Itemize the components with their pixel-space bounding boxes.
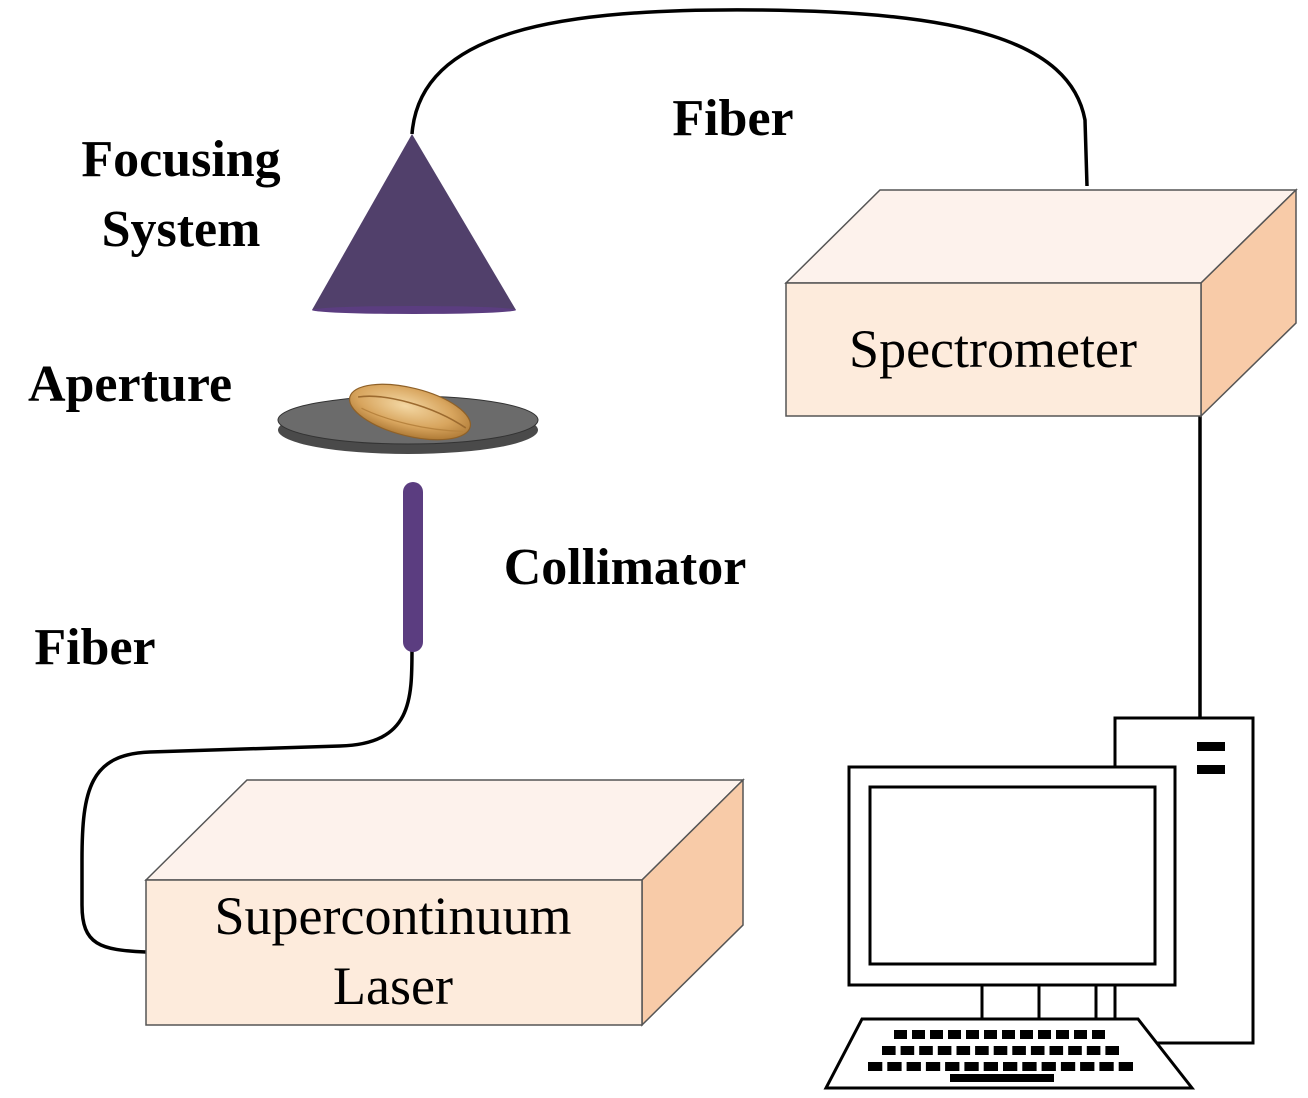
- keyboard-key: [1030, 1046, 1045, 1055]
- monitor-stand-right: [1037, 983, 1098, 1021]
- keyboard-key: [1041, 1062, 1056, 1071]
- keyboard-key: [983, 1062, 998, 1071]
- laser-front: [145, 879, 643, 1026]
- keyboard-key: [964, 1062, 979, 1071]
- spectrometer-front: [785, 282, 1202, 417]
- tower-drive-slot-1: [1197, 742, 1225, 751]
- label-aperture: Aperture: [28, 356, 232, 413]
- collimator-tube: [403, 482, 423, 652]
- keyboard-key: [993, 1046, 1008, 1055]
- cone-base: [312, 306, 516, 314]
- keyboard-key: [937, 1046, 952, 1055]
- spectrometer-box: [784, 188, 1298, 418]
- label-collimator: Collimator: [504, 539, 747, 596]
- keyboard-key: [919, 1046, 933, 1055]
- keyboard-key: [1099, 1062, 1114, 1071]
- keyboard-keys: [868, 1030, 1133, 1082]
- keyboard-key: [930, 1030, 943, 1039]
- keyboard-key: [1003, 1062, 1018, 1071]
- computer: [823, 716, 1255, 1090]
- label-fiber-top: Fiber: [672, 90, 793, 147]
- cone-body: [312, 134, 516, 310]
- fiber-cable-left: [80, 647, 414, 954]
- label-laser-line1: Supercontinuum: [215, 886, 572, 946]
- keyboard-key: [1020, 1030, 1033, 1039]
- label-spectrometer: Spectrometer: [849, 319, 1137, 379]
- keyboard-key: [948, 1030, 961, 1039]
- keyboard-key: [945, 1062, 960, 1071]
- keyboard-key: [1022, 1062, 1037, 1071]
- keyboard-key: [1056, 1030, 1069, 1039]
- keyboard-key: [868, 1062, 883, 1071]
- keyboard-key: [1092, 1030, 1105, 1039]
- monitor-screen: [868, 785, 1157, 966]
- keyboard-key: [925, 1062, 941, 1071]
- laser-top: [144, 779, 745, 881]
- focusing-system-cone: [312, 134, 516, 314]
- keyboard-key: [1118, 1062, 1133, 1071]
- tower-drive-slot-2: [1197, 765, 1225, 774]
- keyboard-key: [1002, 1030, 1015, 1039]
- keyboard-key: [1060, 1062, 1076, 1071]
- keyboard-key: [906, 1062, 921, 1071]
- keyboard-key: [1012, 1046, 1026, 1055]
- label-focusing-line2: System: [102, 201, 261, 258]
- keyboard-spacebar: [950, 1074, 1054, 1082]
- fiber-cable-top: [410, 8, 1089, 187]
- keyboard-key: [975, 1046, 989, 1055]
- laser-box: [144, 778, 745, 1027]
- keyboard-key: [1074, 1030, 1087, 1039]
- keyboard-key: [912, 1030, 925, 1039]
- monitor-stand-left: [980, 983, 1041, 1021]
- keyboard-key: [1038, 1030, 1051, 1039]
- keyboard-key: [882, 1046, 896, 1055]
- label-laser-line2: Laser: [333, 956, 453, 1016]
- keyboard-key: [966, 1030, 979, 1039]
- label-focusing-line1: Focusing: [81, 131, 280, 188]
- keyboard-key: [1105, 1046, 1119, 1055]
- keyboard-key: [956, 1046, 971, 1055]
- keyboard-key: [900, 1046, 915, 1055]
- wheat-grain: [348, 383, 472, 441]
- keyboard-key: [1049, 1046, 1064, 1055]
- keyboard-key: [984, 1030, 997, 1039]
- keyboard-key: [894, 1030, 907, 1039]
- label-fiber-left: Fiber: [34, 619, 155, 676]
- keyboard-key: [1068, 1046, 1082, 1055]
- keyboard-key: [1086, 1046, 1101, 1055]
- keyboard-key: [1080, 1062, 1095, 1071]
- keyboard-key: [887, 1062, 902, 1071]
